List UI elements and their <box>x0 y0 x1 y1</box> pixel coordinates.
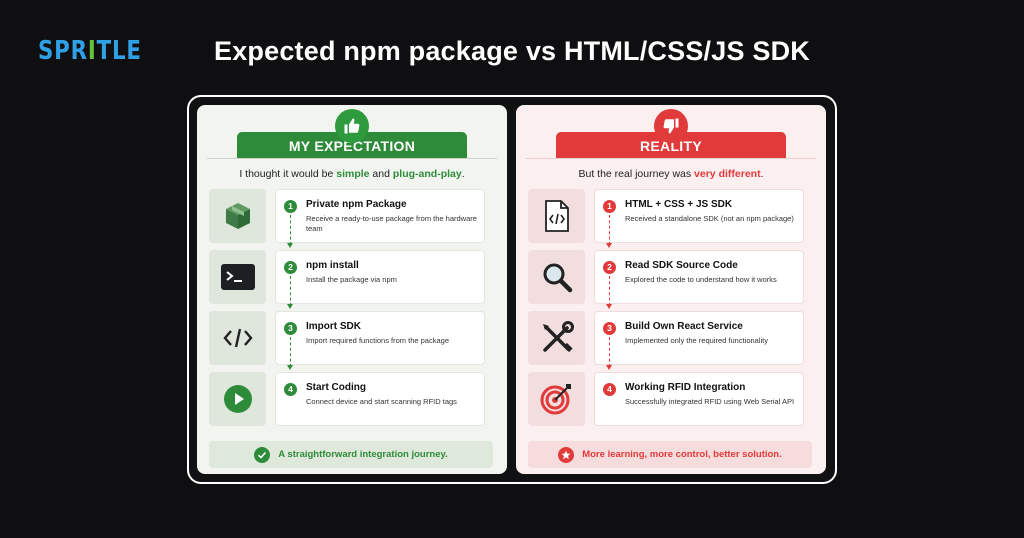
reality-panel: REALITY But the real journey was very di… <box>516 105 826 474</box>
step-description: Install the package via npm <box>306 275 397 284</box>
reality-subtitle: But the real journey was very different. <box>578 168 764 180</box>
tools-icon <box>528 311 585 365</box>
terminal-icon <box>209 250 266 304</box>
expectation-panel: MY EXPECTATION I thought it would be sim… <box>197 105 507 474</box>
step-card: 2 Read SDK Source Code Explored the code… <box>594 250 804 309</box>
expectation-header: MY EXPECTATION <box>237 132 467 158</box>
step-description: Received a standalone SDK (not an npm pa… <box>625 214 794 223</box>
sprittle-logo: SPRITLE <box>38 36 142 66</box>
reality-step-2: 2 Read SDK Source Code Explored the code… <box>528 250 814 309</box>
reality-step-4: 4 Working RFID Integration Successfully … <box>528 372 814 426</box>
step-card: 3 Build Own React Service Implemented on… <box>594 311 804 370</box>
step-title: Private npm Package <box>306 199 407 210</box>
reality-footer: More learning, more control, better solu… <box>528 441 812 468</box>
header-underline <box>526 158 816 159</box>
expectation-step-4: 4 Start Coding Connect device and start … <box>209 372 495 426</box>
step-description: Implemented only the required functional… <box>625 336 768 345</box>
expectation-step-2: 2 npm install Install the package via np… <box>209 250 495 309</box>
header-underline <box>207 158 497 159</box>
step-title: Working RFID Integration <box>625 382 746 393</box>
step-card: 1 Private npm Package Receive a ready-to… <box>275 189 485 248</box>
expectation-subtitle: I thought it would be simple and plug-an… <box>239 168 465 180</box>
target-icon <box>528 372 585 426</box>
star-circle-icon <box>558 446 575 463</box>
step-title: Build Own React Service <box>625 321 743 332</box>
step-card: 3 Import SDK Import required functions f… <box>275 311 485 370</box>
step-title: HTML + CSS + JS SDK <box>625 199 733 210</box>
comparison-frame: MY EXPECTATION I thought it would be sim… <box>187 95 837 484</box>
step-card: 1 HTML + CSS + JS SDK Received a standal… <box>594 189 804 248</box>
step-card: 2 npm install Install the package via np… <box>275 250 485 309</box>
step-title: Import SDK <box>306 321 361 332</box>
expectation-footer: A straightforward integration journey. <box>209 441 493 468</box>
reality-step-1: 1 HTML + CSS + JS SDK Received a standal… <box>528 189 814 248</box>
code-file-icon <box>528 189 585 243</box>
step-title: Start Coding <box>306 382 366 393</box>
expectation-step-1: 1 Private npm Package Receive a ready-to… <box>209 189 495 248</box>
step-description: Successfully integrated RFID using Web S… <box>625 397 795 406</box>
step-description: Receive a ready-to-use package from the … <box>306 214 477 233</box>
step-description: Import required functions from the packa… <box>306 336 449 345</box>
expectation-step-3: 3 Import SDK Import required functions f… <box>209 311 495 370</box>
code-brackets-icon <box>209 311 266 365</box>
check-circle-icon <box>254 446 271 463</box>
step-title: npm install <box>306 260 359 271</box>
step-description: Explored the code to understand how it w… <box>625 275 777 284</box>
step-description: Connect device and start scanning RFID t… <box>306 397 457 406</box>
magnifier-icon <box>528 250 585 304</box>
reality-step-3: 3 Build Own React Service Implemented on… <box>528 311 814 370</box>
play-icon <box>209 372 266 426</box>
page-title: Expected npm package vs HTML/CSS/JS SDK <box>214 36 810 66</box>
step-card: 4 Working RFID Integration Successfully … <box>594 372 804 426</box>
package-box-icon <box>209 189 266 243</box>
step-title: Read SDK Source Code <box>625 260 738 271</box>
thumbs-down-icon <box>654 109 688 143</box>
step-card: 4 Start Coding Connect device and start … <box>275 372 485 426</box>
thumbs-up-icon <box>335 109 369 143</box>
